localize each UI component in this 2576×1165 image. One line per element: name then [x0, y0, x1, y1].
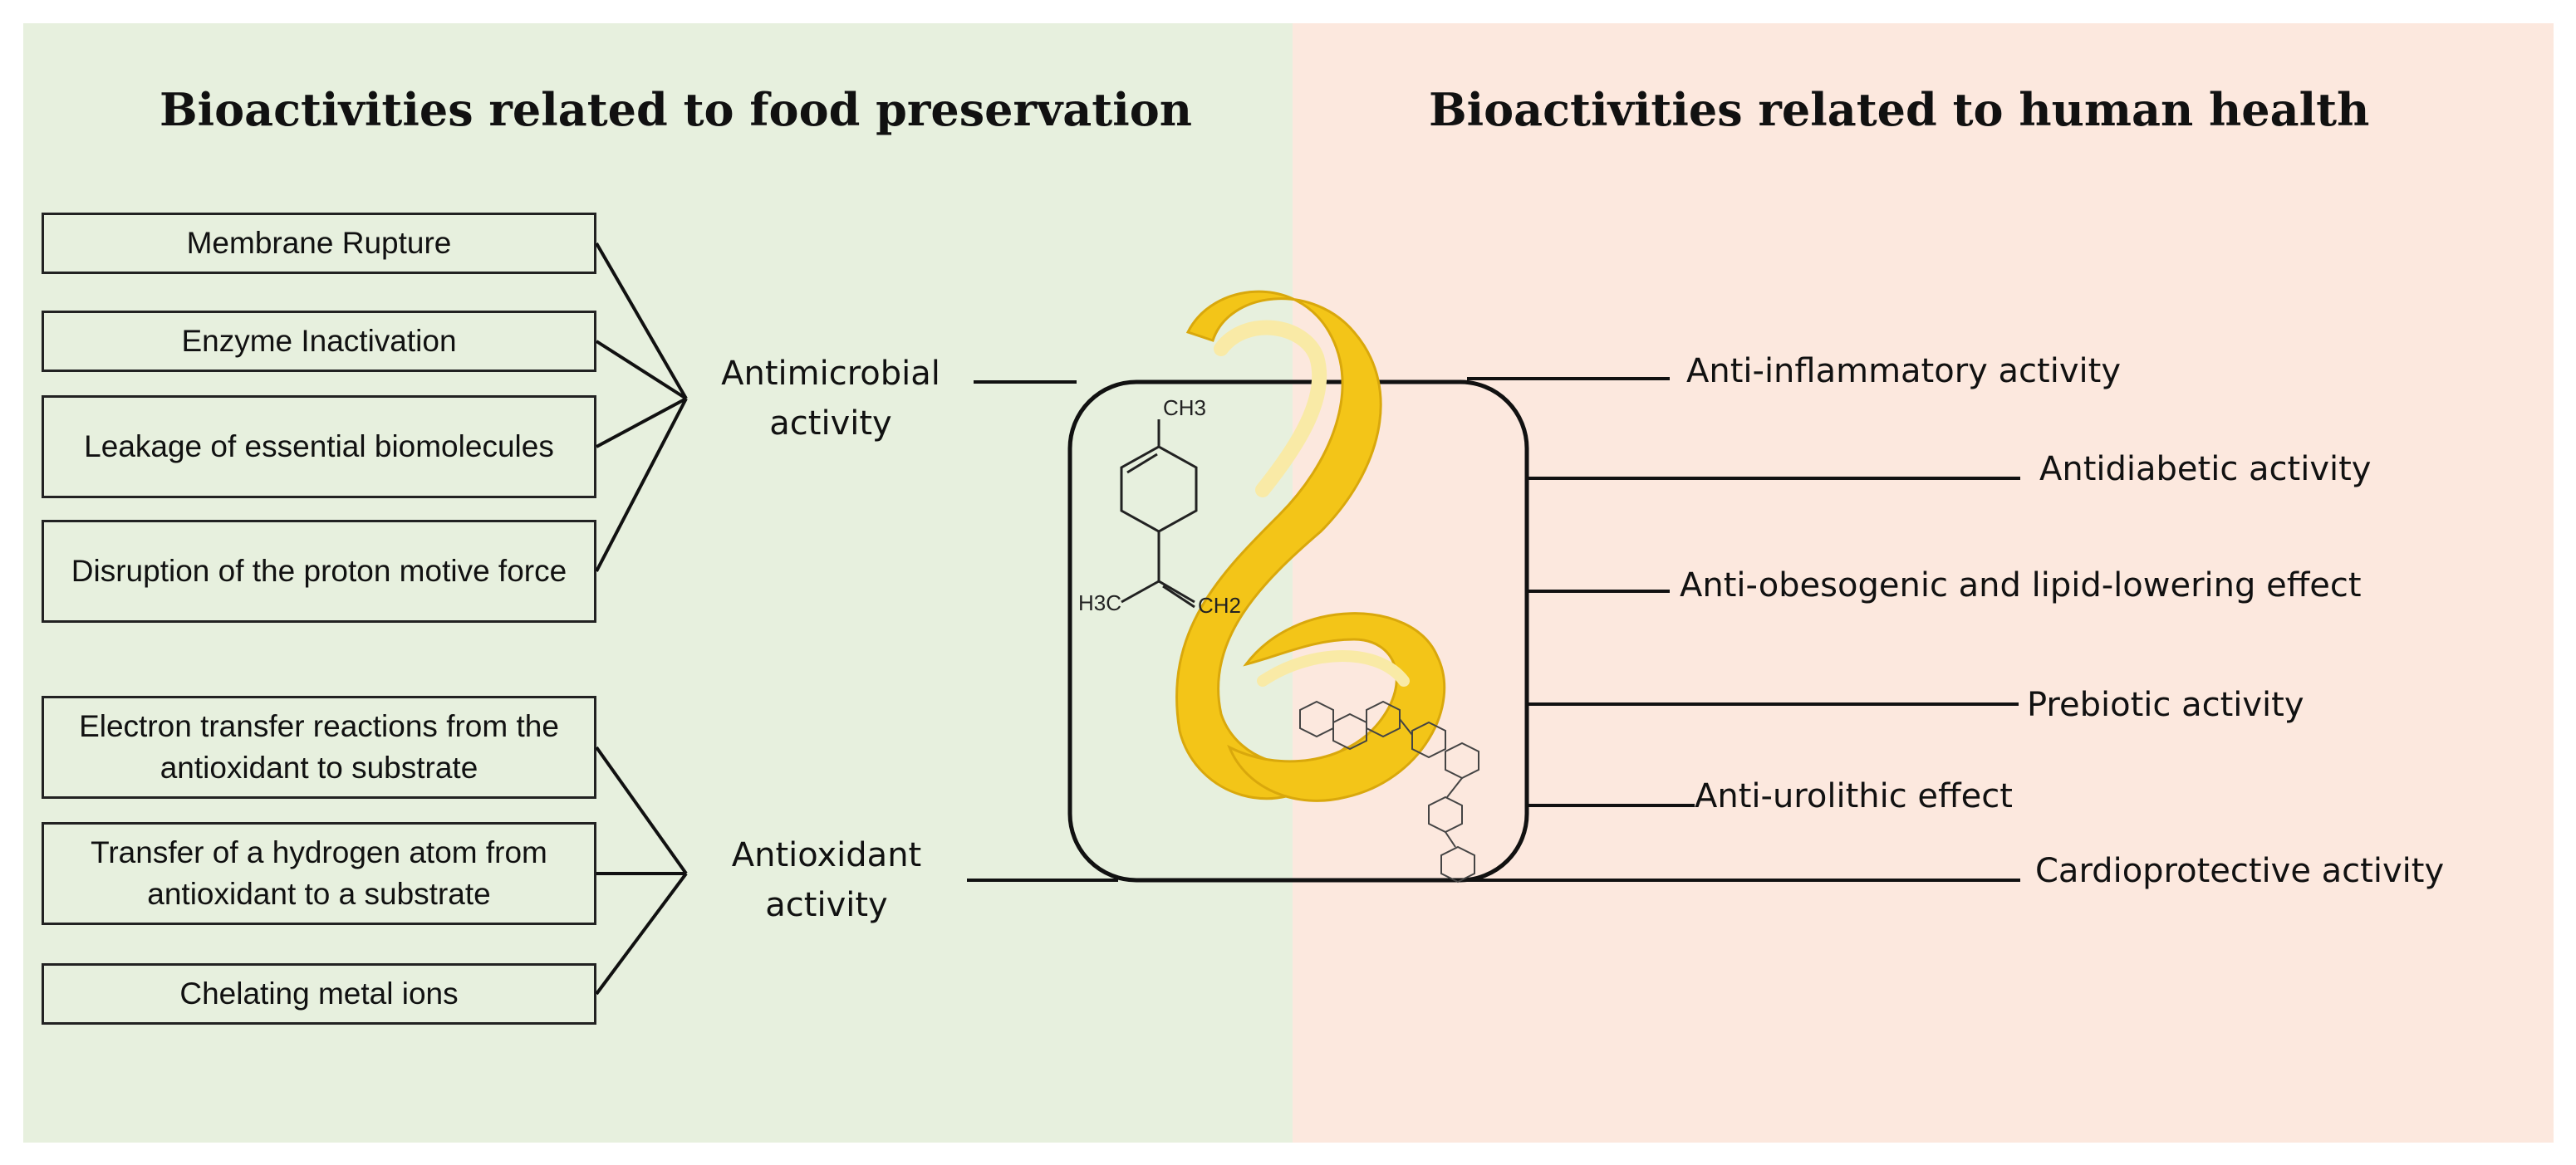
activity-anti-obesogenic: Anti-obesogenic and lipid-lowering effec… — [1680, 566, 2362, 605]
activity-anti-inflammatory: Anti-inflammatory activity — [1686, 352, 2121, 390]
mechanism-box-electron-transfer: Electron transfer reactions from the ant… — [42, 696, 596, 799]
lemon-peel-illustration — [1175, 290, 1446, 802]
antimicrobial-fan-lines — [595, 242, 688, 572]
right-connector-lines — [1467, 377, 2020, 882]
antioxidant-fan-lines — [595, 746, 688, 996]
mechanism-box-chelating-metal-ions: Chelating metal ions — [42, 963, 596, 1025]
antimicrobial-activity-label: Antimicrobial activity — [721, 355, 940, 443]
flavonoid-glycoside-structure — [1299, 700, 1479, 884]
mechanism-box-leakage-biomolecules: Leakage of essential biomolecules — [42, 395, 596, 498]
mechanism-box-membrane-rupture: Membrane Rupture — [42, 213, 596, 274]
food-preservation-panel — [23, 23, 1304, 1143]
molecule-label-h3c: H3C — [1078, 590, 1121, 615]
antioxidant-activity-label: Antioxidant activity — [731, 836, 922, 924]
activity-antidiabetic: Antidiabetic activity — [2039, 450, 2372, 488]
mechanism-box-enzyme-inactivation: Enzyme Inactivation — [42, 311, 596, 372]
heading-human-health: Bioactivities related to human health — [1429, 83, 2370, 136]
center-frame — [1067, 379, 1529, 883]
molecule-label-ch3: CH3 — [1163, 395, 1206, 420]
limonene-structure — [1120, 419, 1198, 609]
mechanism-box-hydrogen-transfer: Transfer of a hydrogen atom from antioxi… — [42, 822, 596, 925]
activity-prebiotic: Prebiotic activity — [2027, 686, 2304, 724]
activity-anti-urolithic: Anti-urolithic effect — [1695, 777, 2013, 815]
molecule-label-ch2: CH2 — [1198, 593, 1241, 618]
heading-food-preservation: Bioactivities related to food preservati… — [159, 83, 1193, 136]
activity-cardioprotective: Cardioprotective activity — [2035, 852, 2445, 890]
human-health-panel — [1293, 23, 2554, 1143]
mechanism-box-proton-motive-force: Disruption of the proton motive force — [42, 520, 596, 623]
